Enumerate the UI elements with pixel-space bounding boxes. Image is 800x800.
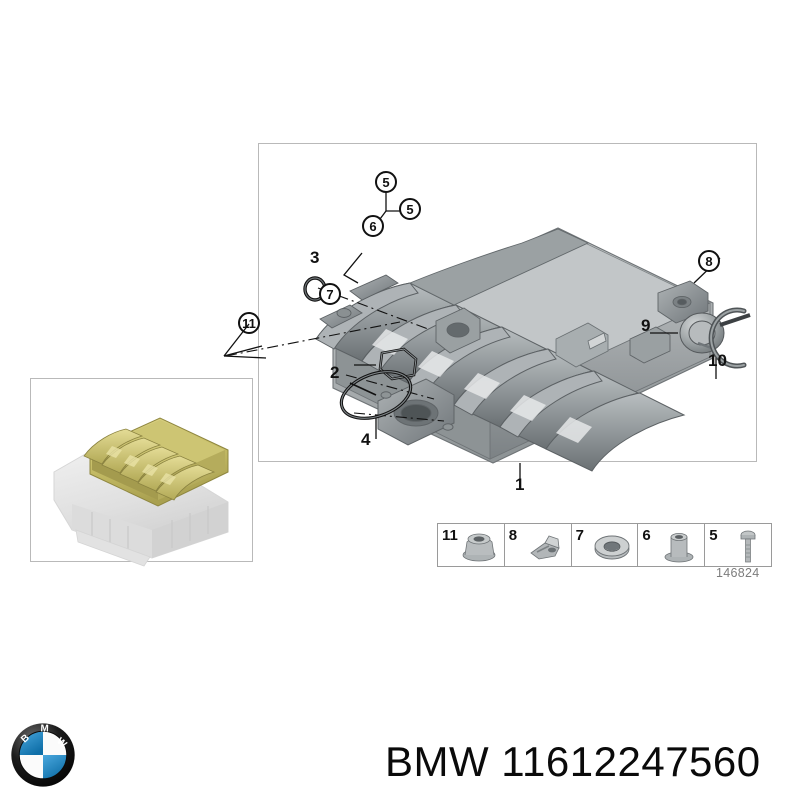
diagram-reference-code: 146824 bbox=[716, 566, 760, 580]
callout-11[interactable]: 11 bbox=[238, 312, 260, 334]
grommet-sleeve-icon bbox=[664, 533, 694, 563]
legend-item-8[interactable]: 8 bbox=[505, 524, 572, 566]
bolt-screw-icon bbox=[740, 530, 756, 563]
bmw-logo-icon: B M W bbox=[11, 723, 75, 787]
callout-7[interactable]: 7 bbox=[319, 283, 341, 305]
clip-bracket-icon bbox=[529, 535, 560, 560]
legend-item-6[interactable]: 6 bbox=[638, 524, 706, 566]
legend-number-7: 7 bbox=[575, 527, 584, 544]
callout-6[interactable]: 6 bbox=[362, 215, 384, 237]
callout-5-upper[interactable]: 5 bbox=[375, 171, 397, 193]
flange-nut-icon bbox=[462, 533, 496, 562]
legend-item-5[interactable]: 5 bbox=[705, 524, 771, 566]
parts-legend: 11 8 7 bbox=[437, 523, 772, 567]
callout-5-lower[interactable]: 5 bbox=[399, 198, 421, 220]
legend-number-11: 11 bbox=[442, 527, 458, 544]
intake-manifold-artwork bbox=[303, 188, 751, 483]
callout-2[interactable]: 2 bbox=[330, 363, 340, 382]
callout-9[interactable]: 9 bbox=[641, 316, 651, 335]
callout-11-leaders bbox=[223, 321, 401, 359]
legend-item-7[interactable]: 7 bbox=[572, 524, 639, 566]
legend-number-6: 6 bbox=[642, 527, 651, 544]
callout-4[interactable]: 4 bbox=[361, 430, 371, 449]
callout-3[interactable]: 3 bbox=[310, 248, 320, 267]
legend-number-5: 5 bbox=[709, 527, 718, 544]
part-number-label: BMW 11612247560 bbox=[385, 738, 761, 785]
engine-inset-artwork bbox=[53, 417, 229, 567]
callout-1-assembly[interactable]: 1 bbox=[515, 475, 525, 494]
callout-8[interactable]: 8 bbox=[698, 250, 720, 272]
legend-number-8: 8 bbox=[508, 527, 518, 544]
svg-text:M: M bbox=[40, 723, 49, 734]
legend-item-11[interactable]: 11 bbox=[438, 524, 505, 566]
washer-ring-icon bbox=[594, 535, 630, 560]
callout-10[interactable]: 10 bbox=[708, 351, 727, 370]
